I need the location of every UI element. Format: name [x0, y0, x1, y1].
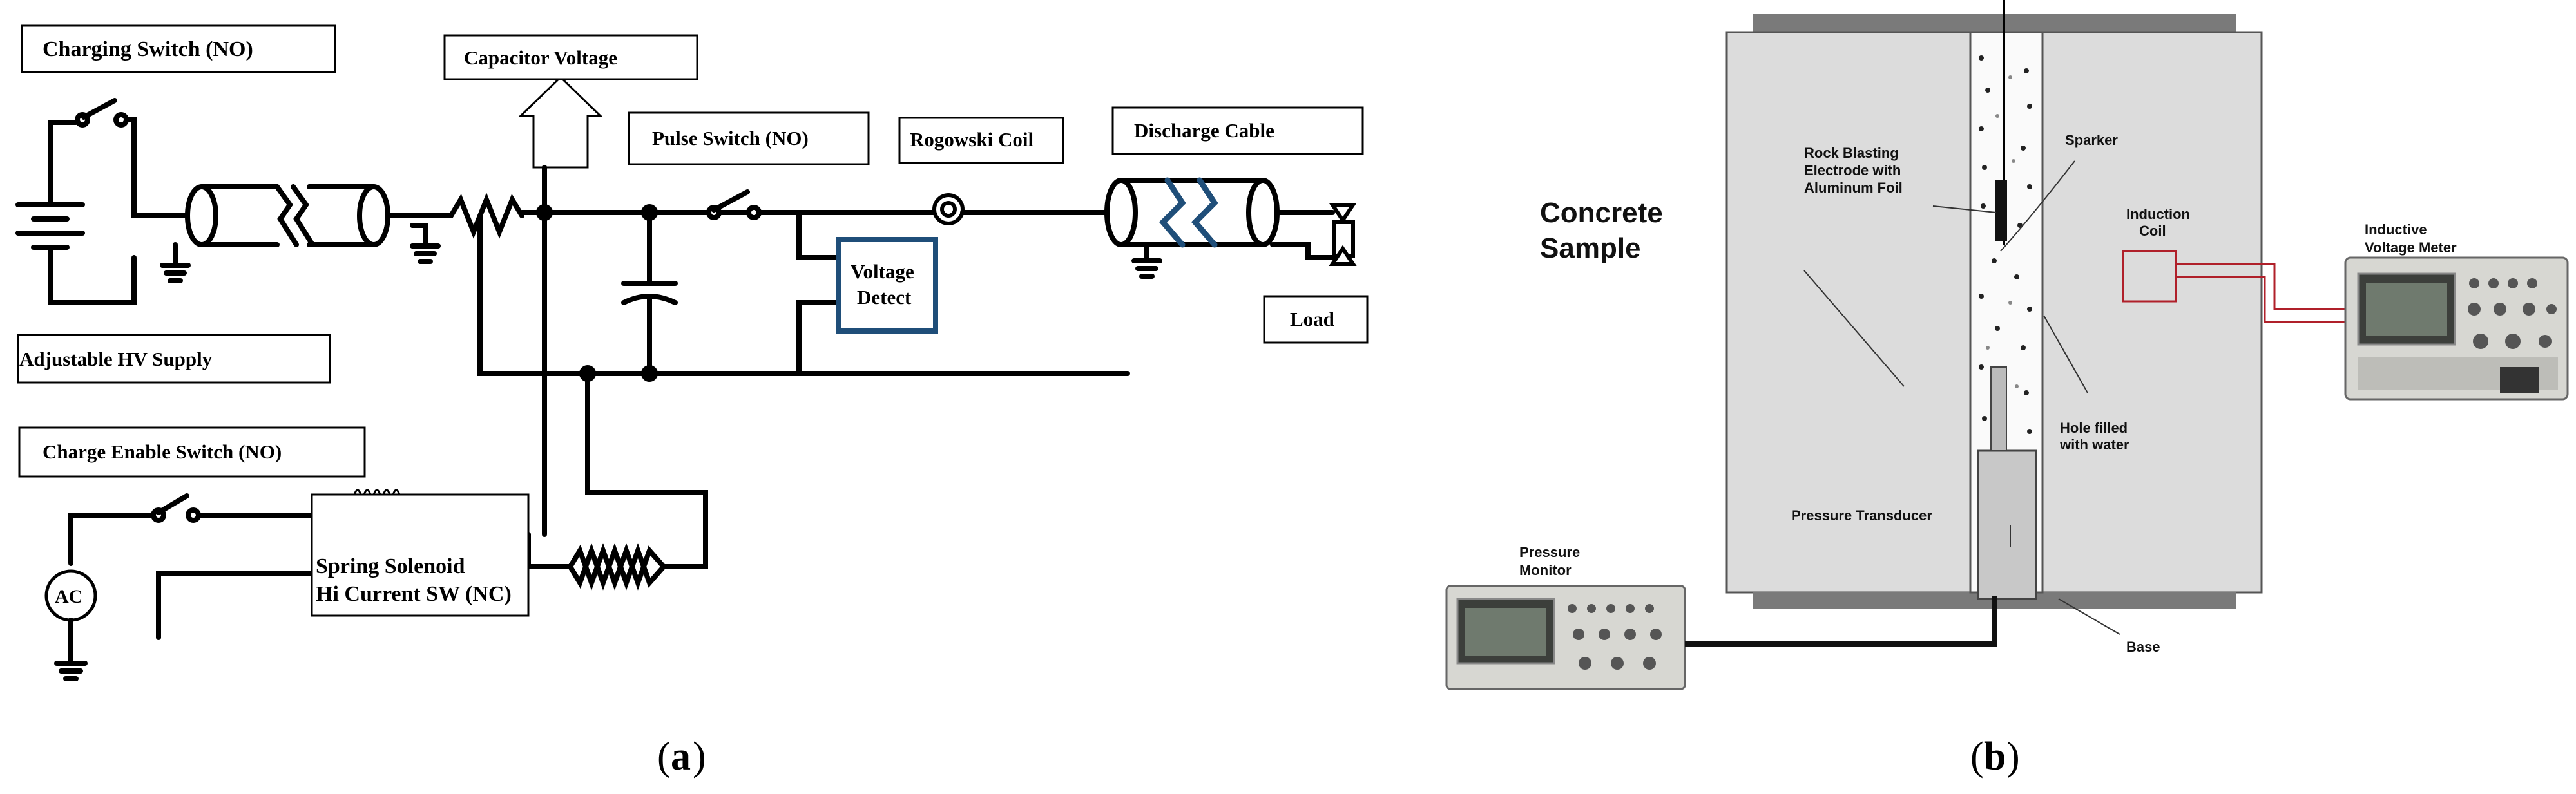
- label-pressure-transducer: Pressure Transducer: [1791, 507, 1932, 524]
- hv-supply-battery: [15, 120, 137, 305]
- voltage-detect-box: [836, 237, 938, 334]
- base-top-bar: [1753, 14, 2236, 32]
- label-induction-1: Induction: [2126, 206, 2190, 222]
- pressure-transducer-body: [1977, 449, 2037, 600]
- load-symbol: [1270, 203, 1357, 266]
- svg-text:): ): [2006, 735, 2020, 779]
- pressure-cable: [1685, 596, 1997, 647]
- coax-cable-left: [173, 184, 390, 267]
- label-charging-switch: Charging Switch (NO): [43, 37, 253, 61]
- transducer-stem: [1990, 366, 2007, 451]
- label-pressure-monitor-2: Monitor: [1519, 562, 1572, 578]
- label-discharge-cable: Discharge Cable: [1134, 119, 1274, 142]
- caption-b-letter: b: [1984, 735, 2006, 779]
- discharge-zigzag-1: [1158, 177, 1186, 248]
- label-ac: AC: [55, 586, 82, 607]
- label-hole-1: Hole filled: [2060, 420, 2128, 436]
- svg-text:): ): [693, 735, 706, 779]
- node-4: [641, 365, 658, 382]
- label-rock-2: Electrode with: [1804, 162, 1901, 178]
- rogowski-coil-symbol: [932, 193, 965, 225]
- label-inductive-1: Inductive: [2365, 222, 2427, 238]
- lower-resistor-lead-bottom: [526, 532, 573, 569]
- inductive-voltage-meter: [2344, 256, 2569, 401]
- label-base: Base: [2126, 639, 2160, 655]
- panel-a-circuit: [15, 75, 1357, 681]
- pointer-lines: [1803, 160, 2120, 635]
- panel-a-label-boxes: [17, 24, 1369, 617]
- label-solenoid-2: Hi Current SW (NC): [316, 582, 512, 606]
- electrode-foil: [1995, 180, 2007, 241]
- caption-a: ( a ): [657, 735, 706, 779]
- panel-b-setup: [1445, 0, 2569, 690]
- label-concrete-1: Concrete: [1540, 197, 1663, 229]
- bottom-return-bus: [477, 213, 1130, 376]
- label-charge-enable: Charge Enable Switch (NO): [43, 440, 282, 463]
- label-capacitor-voltage: Capacitor Voltage: [464, 46, 617, 69]
- label-induction-2: Coil: [2139, 223, 2166, 239]
- label-voltage-detect-2: Detect: [857, 286, 912, 308]
- label-inductive-2: Voltage Meter: [2365, 240, 2457, 256]
- label-hole-2: with water: [2059, 437, 2129, 453]
- label-concrete-2: Sample: [1540, 232, 1641, 264]
- vd-top-lead: [796, 210, 841, 260]
- capacitor-voltage-arrow: [518, 75, 603, 169]
- parallel-resistors: [568, 543, 666, 591]
- pressure-monitor-device: [1445, 585, 1686, 690]
- series-resistor: [448, 193, 524, 239]
- ground-symbols-a: [160, 223, 441, 283]
- label-rogowski-coil: Rogowski Coil: [910, 128, 1033, 151]
- induction-lead-2: [2176, 276, 2345, 323]
- label-sparker: Sparker: [2065, 132, 2118, 148]
- discharge-zigzag-2: [1191, 177, 1218, 248]
- label-rock-3: Aluminum Foil: [1804, 180, 1903, 196]
- caption-a-letter: a: [671, 735, 691, 779]
- label-load: Load: [1290, 308, 1334, 330]
- caption-b: ( b ): [1970, 735, 2020, 779]
- label-rock-1: Rock Blasting: [1804, 145, 1899, 161]
- svg-text:(: (: [1970, 735, 1984, 779]
- lower-resistor-lead-top: [585, 371, 708, 569]
- water-dots: [1979, 55, 2032, 434]
- induction-lead-1: [2176, 263, 2345, 310]
- charging-switch-symbol: [75, 98, 189, 218]
- discharge-cable-symbol: [1096, 178, 1280, 279]
- charge-enable-circuit: [44, 493, 314, 681]
- label-pulse-switch: Pulse Switch (NO): [652, 127, 809, 149]
- capacitor-symbol: [621, 210, 678, 376]
- vd-bottom-lead: [796, 300, 841, 376]
- label-adjustable-hv: Adjustable HV Supply: [19, 348, 213, 370]
- label-voltage-detect-1: Voltage: [851, 260, 914, 283]
- label-solenoid-1: Spring Solenoid: [316, 554, 465, 578]
- svg-text:(: (: [657, 735, 671, 779]
- label-pressure-monitor-1: Pressure: [1519, 544, 1580, 560]
